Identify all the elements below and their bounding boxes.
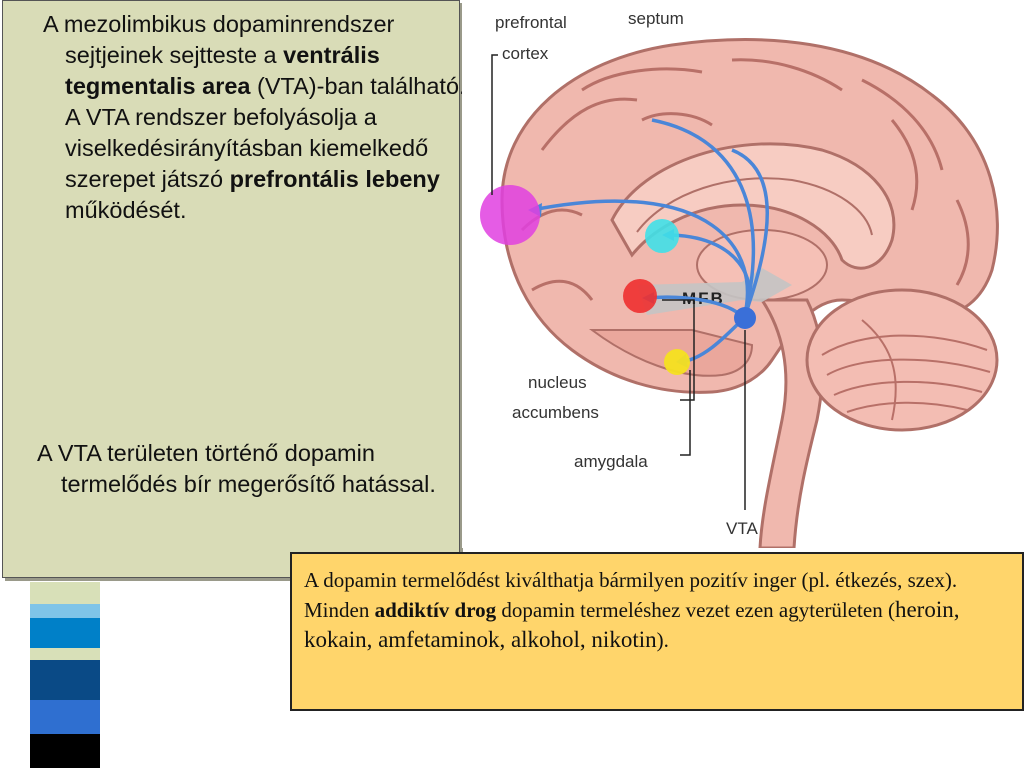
label-nucleus: nucleus <box>528 373 587 392</box>
addictive-drug-note: A dopamin termelődést kiválthatja bármil… <box>290 552 1024 711</box>
septum-region <box>645 219 679 253</box>
decorative-stripe-bar <box>30 582 100 768</box>
note-text: dopamin termeléshez vezet ezen agyterüle… <box>496 598 895 622</box>
nucleus-accumbens-region <box>623 279 657 313</box>
label-cortex: cortex <box>502 44 549 63</box>
bullet-dopamin-reinforcement: A VTA területen történő dopamin termelőd… <box>37 440 436 497</box>
cerebellum <box>805 288 999 432</box>
amygdala-region <box>664 349 690 375</box>
cingulate-inner <box>636 177 873 236</box>
text-panel: A mezolimbikus dopaminrendszer sejtjeine… <box>2 0 466 578</box>
bullet-bold-term: ventrális tegmentalis area <box>65 42 380 99</box>
gyri-lines <box>520 58 970 301</box>
stripe-segment <box>30 604 100 618</box>
corpus-callosum <box>610 142 896 270</box>
stripe-segment <box>30 660 100 700</box>
bullet-text: (VTA)-ban található. A VTA rendszer befo… <box>65 73 466 192</box>
note-drug-list: heroin, kokain, amfetaminok, alkohol, ni… <box>304 597 960 652</box>
stripe-segment <box>30 648 100 660</box>
prefrontal-region <box>480 185 540 245</box>
note-text: ). <box>656 628 669 652</box>
leader-lines <box>491 54 746 510</box>
dopamine-pathways <box>531 118 769 364</box>
note-bold-term: addiktív drog <box>374 598 497 622</box>
stripe-segment <box>30 700 100 734</box>
brain-diagram: MFB prefront <box>462 0 1024 548</box>
label-vta: VTA <box>726 519 758 538</box>
stripe-segment <box>30 618 100 648</box>
bullet-bold-term: prefrontális lebeny <box>229 166 440 192</box>
label-septum: septum <box>628 9 684 28</box>
bullet-vta-description: A mezolimbikus dopaminrendszer sejtjeine… <box>21 9 485 226</box>
brain-illustration: MFB prefront <box>480 9 999 548</box>
label-amygdala: amygdala <box>574 452 648 471</box>
stripe-segment <box>30 734 100 768</box>
label-prefrontal: prefrontal <box>495 13 567 32</box>
note-text: A dopamin termelődést kiválthatja bármil… <box>304 568 958 622</box>
stripe-segment <box>30 582 100 604</box>
vta-region <box>734 307 756 329</box>
bullet-text: A mezolimbikus dopaminrendszer sejtjeine… <box>43 11 395 68</box>
label-accumbens: accumbens <box>512 403 599 422</box>
bullet-text: működését. <box>65 197 187 223</box>
